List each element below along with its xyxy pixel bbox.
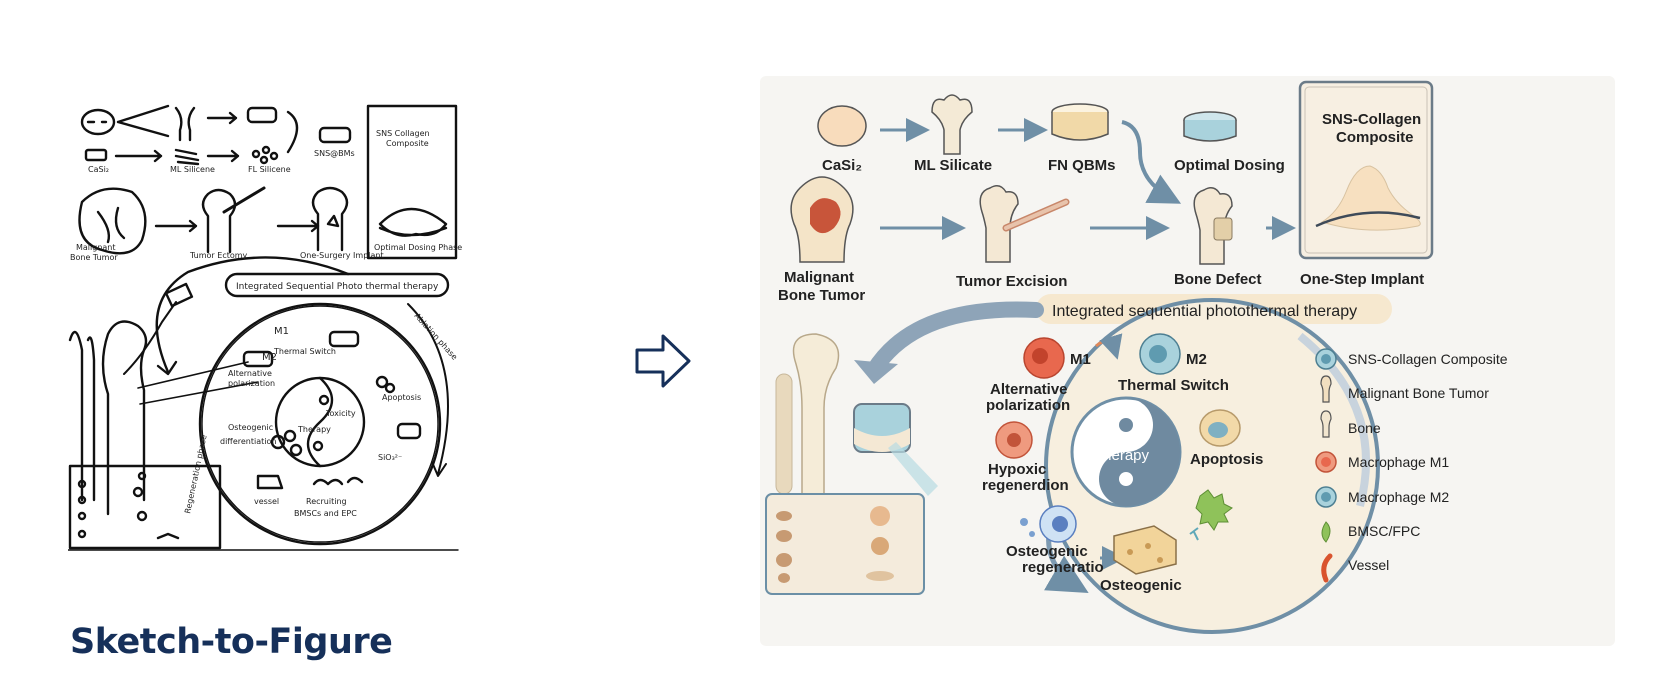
label-hypoxic-1: Hypoxic bbox=[988, 461, 1046, 478]
figure-illustration: CaSi₂ ML Silicate FN QBMs Optimal Dosing… bbox=[765, 80, 1508, 634]
sketch-composite-box bbox=[366, 104, 458, 260]
sketch-label-apoptosis: Apoptosis bbox=[382, 393, 421, 402]
osteogenic-block-icon bbox=[1113, 525, 1177, 575]
label-malignant-1: Malignant bbox=[784, 269, 854, 286]
legend-label-malignant: Malignant Bone Tumor bbox=[1348, 385, 1489, 401]
sketch-label-m2: M2 bbox=[262, 352, 277, 363]
casi2-particle-icon bbox=[817, 105, 867, 147]
label-osteogenic: Osteogenic bbox=[1100, 577, 1182, 594]
sketch-label-sio3: SiO₃²⁻ bbox=[378, 453, 402, 462]
bone-icon bbox=[1320, 410, 1332, 438]
sketch-label-fl: FL Silicene bbox=[248, 165, 291, 174]
label-hypoxic-2: regenerdion bbox=[982, 477, 1069, 494]
sketch-label-composite: Composite bbox=[386, 139, 429, 148]
bmsc-cell bbox=[1195, 489, 1233, 531]
sketch-label-tumor-ectomy: Tumor Ectomy bbox=[189, 251, 248, 260]
bone-column-icon bbox=[792, 333, 840, 499]
fn-qbms-dish-icon bbox=[1051, 112, 1109, 141]
sketch-label-optimal-dosing: Optimal Dosing Phase bbox=[374, 243, 462, 252]
malignant-bone-icon bbox=[1320, 375, 1332, 403]
label-m2: M2 bbox=[1186, 351, 1207, 368]
sketch-bone-icon bbox=[174, 106, 196, 142]
sketch-label-sns-collagen: SNS Collagen bbox=[376, 129, 430, 138]
sketch-label-toxicity: Toxicity bbox=[325, 409, 356, 418]
sketch-dish-icon bbox=[246, 106, 278, 124]
legend-label-vessel: Vessel bbox=[1348, 557, 1389, 573]
label-thermal-switch: Thermal Switch bbox=[1118, 377, 1229, 394]
sketch-composite-mound bbox=[378, 207, 448, 237]
label-apoptosis: Apoptosis bbox=[1190, 451, 1263, 468]
sketch-label-sns-qbms: SNS@BMs bbox=[314, 149, 355, 158]
label-osteo-1: Osteogenic bbox=[1006, 543, 1088, 560]
legend-label-m1: Macrophage M1 bbox=[1348, 454, 1449, 470]
sketch-label-thermal-switch: Thermal Switch bbox=[273, 347, 336, 356]
sketch-malignant-tumor bbox=[78, 187, 147, 255]
sketch-label-integrated: Integrated Sequential Photo thermal ther… bbox=[236, 282, 439, 292]
label-ml-silicate: ML Silicate bbox=[914, 157, 992, 174]
legend-label-m2: Macrophage M2 bbox=[1348, 489, 1449, 505]
sketch-casi-particle bbox=[80, 108, 116, 136]
label-alternative-1: Alternative bbox=[990, 381, 1068, 398]
sketch-label-one-surgery: One-Surgery Implant bbox=[300, 251, 384, 260]
label-integrated-therapy: Integrated sequential photothermal thera… bbox=[1052, 303, 1357, 320]
sketch-label-therapy: Therapy bbox=[297, 425, 331, 434]
sketch-integrated-banner bbox=[224, 272, 450, 298]
sketch-label-vessel: vessel bbox=[254, 497, 279, 506]
label-osteo-2: regeneratio bbox=[1022, 559, 1104, 576]
label-tumor-excision: Tumor Excision bbox=[956, 273, 1067, 290]
sketch-label-polarization: polarization bbox=[228, 379, 275, 388]
sketch-label-ml: ML Silicene bbox=[170, 165, 215, 174]
vessel-icon bbox=[1321, 553, 1333, 583]
legend-label-bmsc: BMSC/FPC bbox=[1348, 523, 1420, 539]
sketch-label-m1: M1 bbox=[274, 326, 289, 337]
sketch-label-differentiation: differentiation bbox=[220, 437, 276, 446]
sketch-label-bone-tumor: Bone Tumor bbox=[70, 253, 118, 262]
label-optimal-dosing: Optimal Dosing bbox=[1174, 157, 1285, 174]
figure-title: Sketch-to-Figure bbox=[70, 622, 393, 662]
label-sns-collagen-2: Composite bbox=[1336, 129, 1414, 146]
sketch-label-bmscs: BMSCs and EPC bbox=[294, 509, 357, 518]
bone-defect-icon bbox=[1193, 187, 1233, 265]
sketch-label-osteogenic: Osteogenic bbox=[228, 423, 273, 432]
label-casi2: CaSi₂ bbox=[822, 157, 862, 174]
transform-arrow-icon bbox=[635, 334, 691, 388]
sketch-label-recruiting: Recruiting bbox=[306, 497, 347, 506]
label-therapy: Therapy bbox=[1094, 447, 1150, 464]
ml-silicate-bone-icon bbox=[931, 94, 973, 155]
legend-label-bone: Bone bbox=[1348, 420, 1381, 436]
label-one-step-implant: One-Step Implant bbox=[1300, 271, 1424, 288]
sketch-panel: CaSi₂ ML Silicene FL Silicene SNS@BMs SN… bbox=[68, 104, 462, 551]
label-malignant-2: Bone Tumor bbox=[778, 287, 865, 304]
label-alternative-2: polarization bbox=[986, 397, 1070, 414]
legend-label-sns: SNS-Collagen Composite bbox=[1348, 351, 1508, 367]
label-m1: M1 bbox=[1070, 351, 1091, 368]
sketch-label-ablation: Ablation phase bbox=[413, 311, 460, 361]
label-bone-defect: Bone Defect bbox=[1174, 271, 1262, 288]
sketch-label-regeneration: Regeneration phase bbox=[183, 434, 209, 515]
sketch-cell-inset bbox=[68, 464, 222, 550]
legend: SNS-Collagen Composite Malignant Bone Tu… bbox=[1315, 348, 1508, 583]
sketch-label-alternative: Alternative bbox=[228, 369, 272, 378]
optimal-dosing-dish-icon bbox=[1183, 120, 1237, 142]
bmsc-icon bbox=[1321, 521, 1331, 543]
label-sns-collagen-1: SNS-Collagen bbox=[1322, 111, 1421, 128]
sketch-label-casi: CaSi₂ bbox=[88, 165, 109, 174]
sketch-label-malignant: Malignant bbox=[76, 243, 116, 252]
sketch-therapy-cycle bbox=[198, 302, 442, 546]
tumor-excision-bone-icon bbox=[979, 185, 1019, 263]
sketch-split-arrow bbox=[116, 104, 170, 138]
label-fn-qbms: FN QBMs bbox=[1048, 157, 1116, 174]
